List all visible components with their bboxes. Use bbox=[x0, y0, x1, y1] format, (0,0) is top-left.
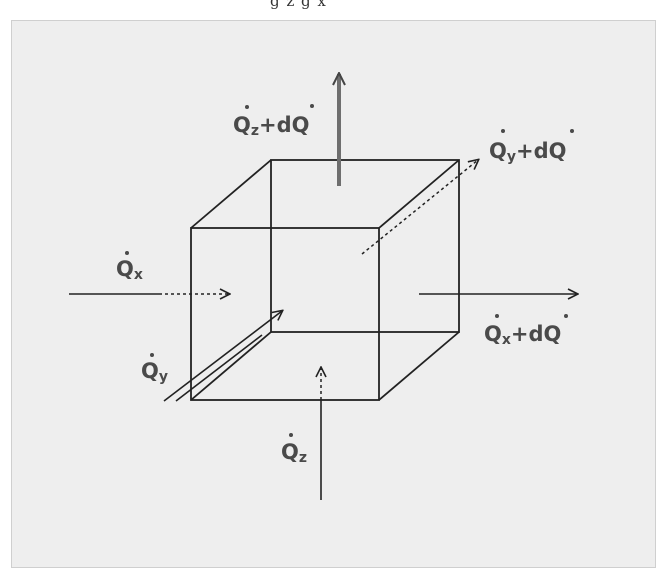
label-qz-in: Qz bbox=[281, 440, 307, 466]
label-qy-in: Qy bbox=[141, 359, 168, 385]
cube bbox=[190, 159, 460, 401]
cube-edge-bottom-right bbox=[378, 331, 460, 401]
qy-out-arrow bbox=[361, 160, 478, 255]
cube-back-face bbox=[270, 159, 460, 333]
cube-edge-top-left bbox=[190, 159, 272, 229]
label-qx-in: Qx bbox=[116, 257, 143, 283]
qy-in-arrow-line-1 bbox=[163, 311, 282, 402]
cube-edge-top-right bbox=[378, 159, 460, 229]
cube-front-face bbox=[190, 227, 380, 401]
label-qx-out: Qx+dQ bbox=[484, 322, 561, 348]
top-cropped-text: ġ z ġ x bbox=[270, 0, 327, 10]
label-qz-out: Qz+dQ bbox=[233, 113, 310, 139]
qy-in-arrow-line-2 bbox=[175, 334, 263, 402]
dot-accents bbox=[125, 104, 574, 437]
cube-edge-bottom-left bbox=[190, 331, 272, 401]
label-qy-out: Qy+dQ bbox=[489, 139, 566, 165]
